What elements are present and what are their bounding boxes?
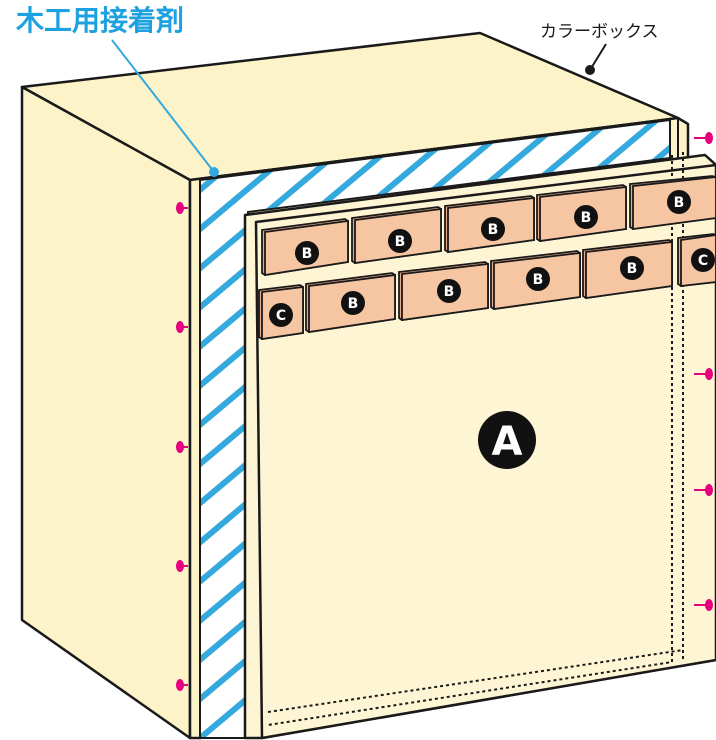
panel-a-label: A bbox=[478, 411, 536, 469]
glue-callout: 木工用接着剤 bbox=[15, 4, 219, 177]
svg-text:C: C bbox=[276, 308, 286, 324]
svg-text:B: B bbox=[444, 284, 455, 300]
brick-b: B bbox=[351, 206, 442, 265]
pin-icon bbox=[694, 368, 713, 380]
inner-frame-dotted-bottom bbox=[267, 649, 684, 713]
box-callout: カラーボックス bbox=[540, 22, 659, 75]
brick-row-1: B B B B bbox=[261, 175, 716, 277]
pin-icon bbox=[176, 560, 188, 572]
svg-text:B: B bbox=[533, 272, 544, 288]
svg-text:A: A bbox=[492, 419, 523, 465]
panel-a: B B B B bbox=[243, 152, 716, 740]
box-leader-dot bbox=[585, 65, 595, 75]
brick-row-2: C B B B bbox=[258, 233, 716, 341]
pin-icon bbox=[694, 132, 713, 144]
svg-text:B: B bbox=[627, 261, 638, 277]
box-left-face bbox=[20, 85, 192, 740]
svg-text:B: B bbox=[348, 296, 359, 312]
glue-leader-dot bbox=[209, 167, 219, 177]
pin-icon bbox=[176, 321, 188, 333]
svg-text:B: B bbox=[674, 195, 685, 211]
brick-b: B bbox=[629, 175, 716, 231]
brick-b: B bbox=[398, 261, 489, 322]
box-leader-line bbox=[589, 43, 607, 71]
pin-icon bbox=[694, 484, 713, 496]
pin-icon bbox=[176, 202, 188, 214]
glue-label: 木工用接着剤 bbox=[15, 4, 184, 37]
box-label: カラーボックス bbox=[540, 22, 659, 42]
pin-icon bbox=[176, 441, 188, 453]
pin-icon bbox=[176, 679, 188, 691]
brick-b: B bbox=[444, 195, 535, 254]
brick-b: B bbox=[536, 184, 627, 243]
brick-b: B bbox=[261, 218, 349, 277]
svg-text:B: B bbox=[302, 246, 313, 262]
pin-icon bbox=[694, 599, 713, 611]
brick-b: B bbox=[582, 239, 673, 300]
brick-c: C bbox=[677, 233, 716, 288]
brick-b: B bbox=[490, 250, 581, 311]
svg-text:B: B bbox=[581, 210, 592, 226]
svg-text:C: C bbox=[698, 253, 708, 269]
inner-frame-dotted bbox=[267, 155, 673, 726]
brick-c: C bbox=[258, 284, 304, 341]
brick-b: B bbox=[305, 272, 396, 334]
svg-text:B: B bbox=[488, 222, 499, 238]
glue-leader-line bbox=[111, 39, 215, 173]
svg-text:B: B bbox=[395, 234, 406, 250]
pins bbox=[176, 132, 713, 691]
